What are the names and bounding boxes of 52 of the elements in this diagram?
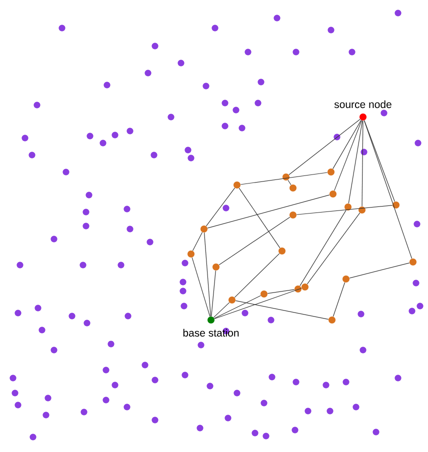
sensor-node [302, 284, 308, 290]
sensor-node [278, 248, 286, 254]
sensor-node [392, 202, 400, 208]
link-line [300, 210, 346, 286]
sensor-node [260, 290, 268, 298]
sensor-node [228, 296, 236, 304]
link-line [214, 295, 261, 319]
sensor-node [212, 264, 220, 270]
link-line [234, 253, 280, 298]
link-line [238, 188, 280, 248]
link-line [235, 300, 329, 320]
link-line [214, 288, 302, 320]
labeled-node: base station [183, 316, 239, 337]
link-line [334, 120, 362, 191]
node-label: base station [183, 328, 239, 337]
sensor-node [358, 206, 366, 214]
sensor-node [342, 276, 350, 282]
link-line [332, 282, 346, 317]
link-line [288, 180, 292, 186]
link-line [306, 212, 360, 284]
link-line [206, 188, 236, 226]
sensor-node [188, 250, 194, 258]
link-line [296, 205, 393, 215]
sensor-node [234, 182, 240, 188]
link-line [192, 257, 210, 317]
link-line [348, 120, 363, 204]
link-line [192, 232, 203, 252]
sensor-node [410, 258, 416, 266]
link-line [364, 120, 412, 259]
sensor-node [290, 212, 296, 218]
labeled-node: source node [334, 100, 392, 120]
link-line [240, 172, 328, 185]
sensor-node [328, 168, 334, 176]
sensor-node [330, 190, 336, 198]
link-line [204, 232, 212, 317]
sensor-node [294, 286, 302, 292]
sensor-node [200, 226, 208, 232]
link-line [364, 120, 395, 202]
link-line [267, 289, 295, 294]
link-line [211, 270, 216, 317]
node-label: source node [334, 100, 392, 108]
link-line [218, 216, 290, 266]
link-line [207, 194, 330, 228]
link-line [349, 262, 410, 278]
link-line [288, 118, 360, 176]
link-line [332, 120, 362, 170]
link-line [213, 302, 230, 318]
sensor-node [282, 174, 290, 180]
link-line [362, 120, 364, 207]
sensor-node [328, 316, 336, 324]
sensor-node [290, 184, 296, 192]
sensor-node [344, 204, 352, 210]
